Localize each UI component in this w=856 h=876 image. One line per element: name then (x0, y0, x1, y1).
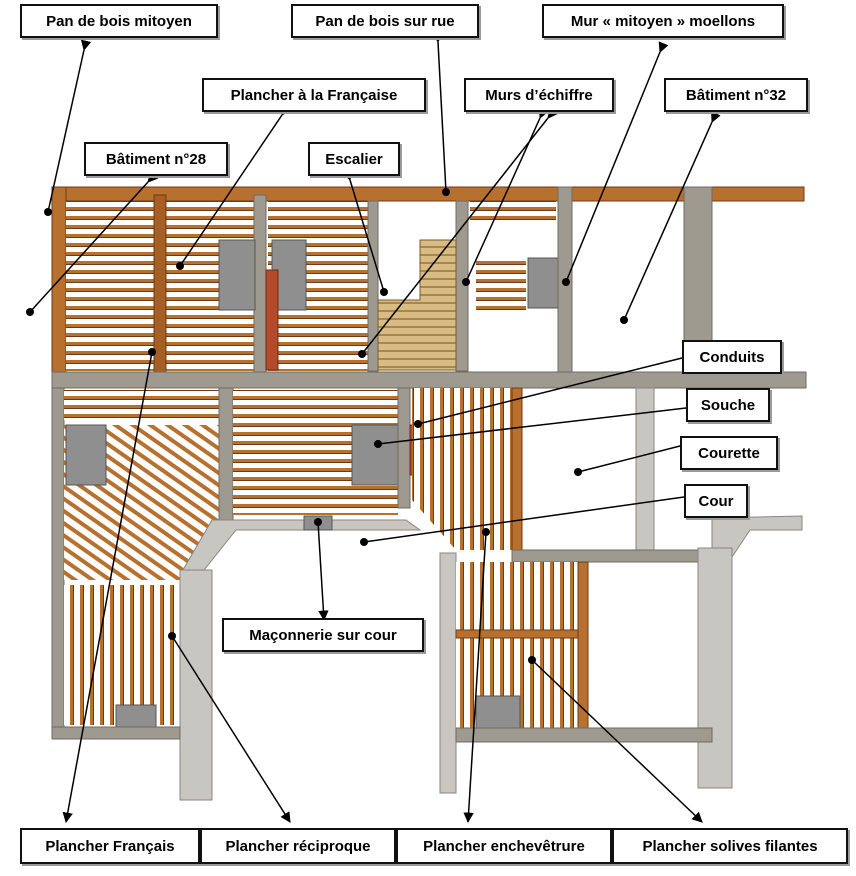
lower-stone-pier (179, 569, 213, 801)
courette-timber-wall (511, 387, 523, 554)
floor-bay-reciproque (64, 585, 184, 725)
label-murs-echiffre: Murs d’échiffre (464, 78, 614, 112)
masonry-block-1 (218, 239, 256, 311)
floor-bay-4 (470, 201, 556, 221)
leader-plancher-francaise (179, 104, 292, 267)
courette-bottom-wall (511, 549, 713, 563)
label-maconnerie-cour: Maçonnerie sur cour (222, 618, 424, 652)
dot-batiment-28 (26, 308, 34, 316)
label-plancher-reciproque: Plancher réciproque (200, 828, 396, 864)
label-batiment-28: Bâtiment n°28 (84, 142, 228, 176)
dot-cour (360, 538, 368, 546)
lower-bottom-wall (455, 727, 713, 743)
leader-conduits (417, 350, 693, 425)
brick-flue-1 (265, 269, 279, 371)
dot-escalier (380, 288, 388, 296)
leader-batiment-28 (29, 171, 159, 313)
leader-plancher-francais (62, 351, 153, 824)
label-cour: Cour (684, 484, 748, 518)
leader-echiffre-2 (465, 107, 549, 283)
mid-column (218, 387, 234, 521)
dot-mur-mitoyen (562, 278, 570, 286)
courtyard-masonry-left (179, 519, 422, 581)
dot-pan-bois-rue (442, 188, 450, 196)
leader-plancher-enchevetrure (463, 531, 487, 824)
dot-plancher-solives (528, 656, 536, 664)
dot-echiffre-1 (358, 350, 366, 358)
dot-echiffre-2 (462, 278, 470, 286)
leader-lines (29, 32, 721, 824)
dot-batiment-32 (620, 316, 628, 324)
label-plancher-solives-filantes: Plancher solives filantes (612, 828, 848, 864)
lower-stone-wall (51, 726, 181, 740)
label-escalier: Escalier (308, 142, 400, 176)
lower-timber-beam (455, 629, 585, 639)
building-structure (51, 186, 807, 801)
label-souche: Souche (686, 388, 770, 422)
lower-right-pier (697, 547, 733, 789)
dot-plancher-francais (148, 348, 156, 356)
echiffre-wall-left (367, 200, 379, 372)
dot-conduits (414, 420, 422, 428)
dot-maconnerie-cour (314, 518, 322, 526)
left-party-timber-wall (51, 186, 67, 378)
leader-dots (26, 188, 628, 664)
floor-bay-8 (456, 562, 578, 632)
label-batiment-32: Bâtiment n°32 (664, 78, 808, 112)
column-2 (397, 387, 411, 509)
floor-bay-enchevetrure (412, 388, 512, 550)
label-pan-bois-mitoyen: Pan de bois mitoyen (20, 4, 218, 38)
leader-pan-bois-mitoyen (47, 39, 92, 213)
masonry-block-3 (527, 257, 559, 309)
label-pan-bois-rue: Pan de bois sur rue (291, 4, 479, 38)
floor-bay-6 (64, 390, 219, 420)
dot-plancher-enchevetrure (482, 528, 490, 536)
label-conduits: Conduits (682, 340, 782, 374)
leader-plancher-solives (531, 659, 703, 823)
label-plancher-francaise: Plancher à la Française (202, 78, 426, 112)
dot-pan-bois-mitoyen (44, 208, 52, 216)
label-plancher-francais: Plancher Français (20, 828, 200, 864)
leader-pan-bois-rue (432, 32, 447, 193)
leader-souche (377, 401, 696, 445)
stair-flight (377, 239, 457, 371)
leader-plancher-reciproque (171, 635, 291, 823)
dot-plancher-reciproque (168, 632, 176, 640)
floor-bay-1 (66, 201, 156, 371)
leader-cour (363, 490, 695, 543)
masonry-block-5 (351, 424, 399, 486)
left-stone-wall (51, 387, 65, 734)
lower-right-stone-wall (439, 552, 457, 794)
label-mur-mitoyen-moellons: Mur « mitoyen » moellons (542, 4, 784, 38)
masonry-block-7 (475, 695, 521, 729)
leader-escalier (342, 169, 385, 293)
masonry-block-6 (115, 704, 157, 728)
leader-courette (577, 438, 691, 473)
mid-stone-wall (51, 371, 807, 389)
floor-bay-5 (476, 260, 526, 310)
label-courette: Courette (680, 436, 778, 470)
dot-plancher-francaise (176, 262, 184, 270)
label-plancher-enchevetrure: Plancher enchevêtrure (396, 828, 612, 864)
masonry-block-4 (65, 424, 107, 486)
beam-1 (153, 194, 167, 376)
lower-timber-post (577, 561, 589, 733)
beam-2 (253, 194, 267, 376)
leader-batiment-32 (623, 111, 721, 321)
dot-souche (374, 440, 382, 448)
leader-echiffre-1 (361, 107, 558, 355)
leader-maconnerie-cour (317, 521, 329, 622)
dot-courette (574, 468, 582, 476)
leader-mur-mitoyen (565, 41, 669, 283)
